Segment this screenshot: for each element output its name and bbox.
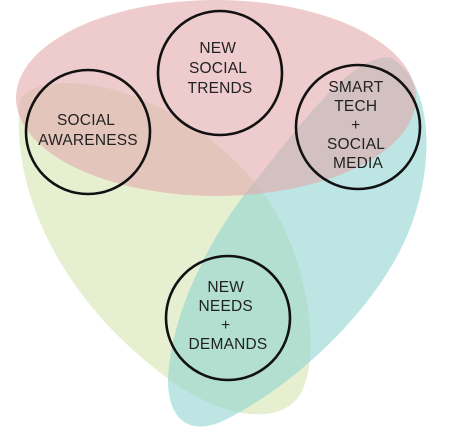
- label-line: +: [221, 317, 230, 334]
- pink-petal: [16, 0, 416, 196]
- node-smart-tech-social-media: SMART TECH + SOCIAL MEDIA: [294, 63, 422, 191]
- label-line: SMART: [328, 79, 383, 96]
- node-ring: [164, 254, 292, 382]
- node-label: NEW NEEDS + DEMANDS: [189, 279, 268, 353]
- node-label: SMART TECH + SOCIAL MEDIA: [327, 79, 389, 172]
- petals: [16, 0, 427, 427]
- node-label: SOCIAL AWARENESS: [38, 112, 138, 149]
- label-line: NEW: [207, 279, 244, 296]
- label-line: NEEDS: [199, 298, 253, 315]
- node-social-awareness: SOCIAL AWARENESS: [24, 68, 152, 196]
- label-line: TRENDS: [188, 80, 253, 97]
- label-line: MEDIA: [333, 155, 384, 172]
- label-line: NEW: [199, 40, 236, 57]
- label-line: AWARENESS: [38, 132, 138, 149]
- node-label: NEW SOCIAL TRENDS: [188, 40, 253, 97]
- label-line: +: [351, 117, 360, 134]
- node-new-needs-demands: NEW NEEDS + DEMANDS: [164, 254, 292, 382]
- label-line: DEMANDS: [189, 336, 268, 353]
- label-line: SOCIAL: [327, 136, 385, 153]
- node-ring: [294, 63, 422, 191]
- node-new-social-trends: NEW SOCIAL TRENDS: [156, 9, 284, 137]
- node-ring: [156, 9, 284, 137]
- label-line: SOCIAL: [189, 60, 247, 77]
- label-line: SOCIAL: [57, 112, 115, 129]
- node-ring: [24, 68, 152, 196]
- label-line: TECH: [334, 98, 377, 115]
